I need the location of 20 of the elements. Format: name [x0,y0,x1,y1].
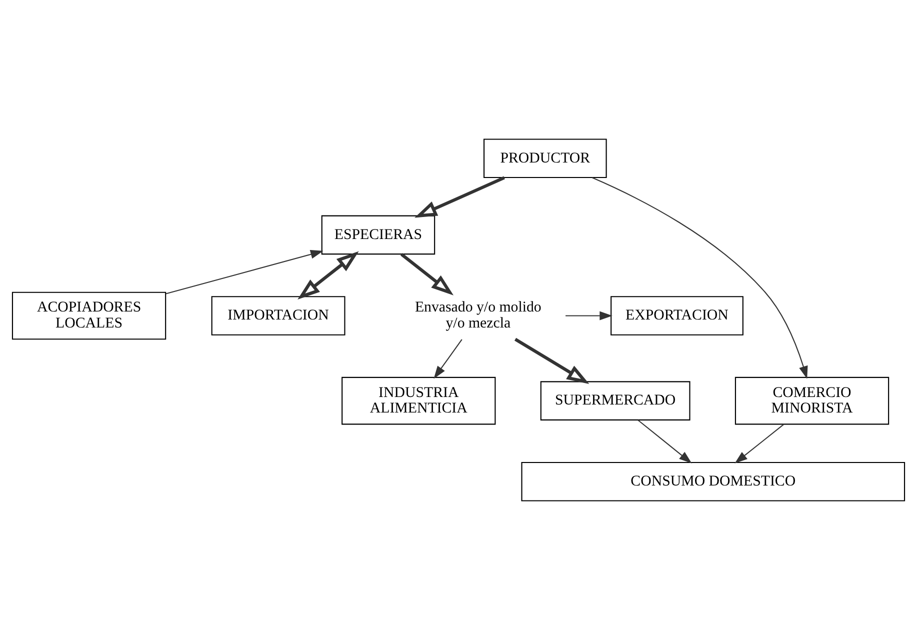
node-box: SUPERMERCADO [540,380,690,420]
node-box: PRODUCTOR [483,138,607,178]
arrow [638,419,692,463]
node-box: INDUSTRIA ALIMENTICIA [342,376,496,424]
arrow [566,310,612,320]
arrow [400,252,454,295]
arrow [592,176,808,378]
node-box: ESPECIERAS [321,214,436,254]
node-box: CONSUMO DOMESTICO [521,461,906,501]
node-box: ACOPIADORES LOCALES [12,291,166,340]
node-box: COMERCIO MINORISTA [734,376,890,424]
node-box: EXPORTACION [610,296,744,335]
node-box: IMPORTACION [211,296,346,335]
arrow [434,338,462,378]
arrow [166,249,324,294]
arrow [514,337,590,384]
arrow [734,423,784,463]
node-text: Envasado y/o molido y/o mezcla [414,299,542,332]
arrow [414,176,505,218]
arrow [298,250,359,300]
